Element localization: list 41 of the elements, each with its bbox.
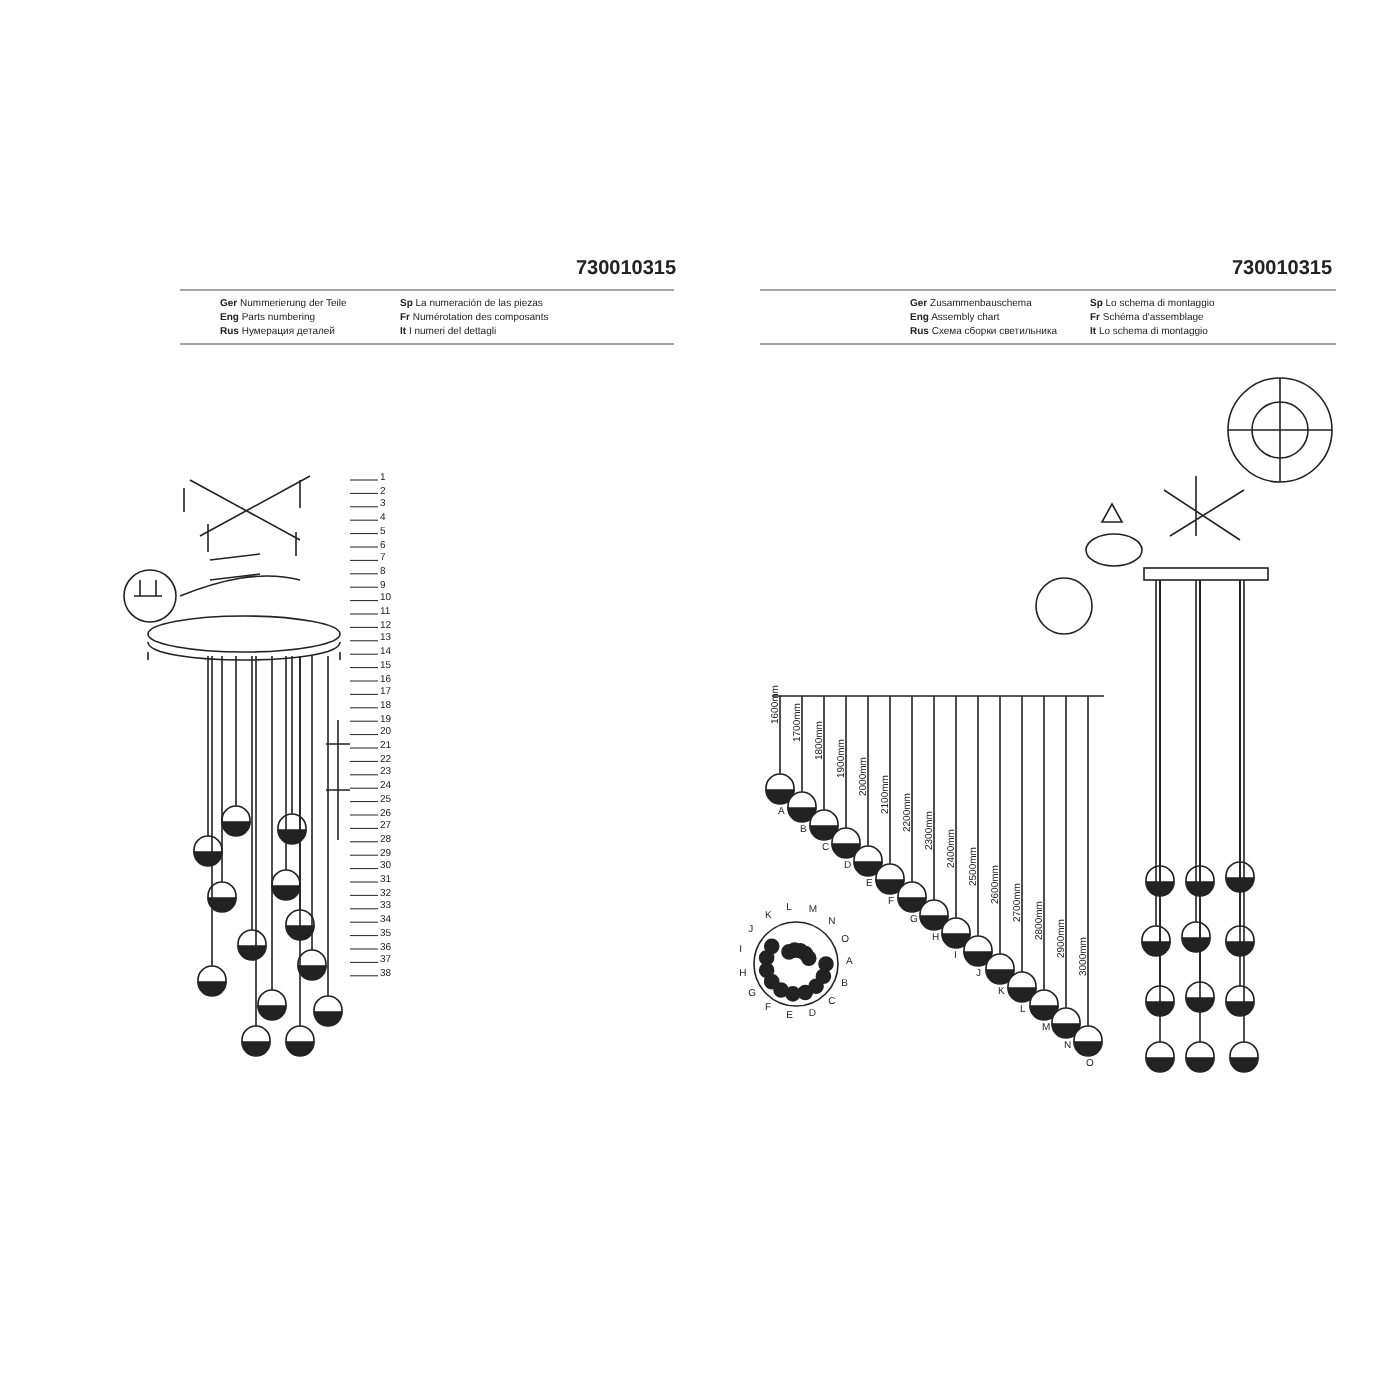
product-code: 730010315 [1232,260,1333,280]
leader-line [349,613,379,615]
leader-line [349,747,379,749]
leader-line [349,948,379,950]
leader-line [349,653,379,655]
leader-line [349,841,379,843]
leader-line [349,827,379,829]
product-code: 730010315 [576,260,677,280]
leader-line [349,479,379,481]
leader-line [349,559,379,561]
leader-line [349,787,379,789]
leader-line [349,935,379,937]
leader-line [349,680,379,682]
leader-line [349,586,379,588]
lamp-exploded-drawing [147,475,351,1057]
leader-line [349,814,379,816]
leader-line [349,720,379,722]
leader-line [349,693,379,695]
leader-line [349,640,379,642]
leader-line [349,519,379,521]
leader-line [349,667,379,669]
leader-line [349,573,379,575]
leader-line [349,760,379,762]
leader-line [349,546,379,548]
leader-line [349,961,379,963]
leader-line [349,908,379,910]
leader-line [349,868,379,870]
leader-line [349,975,379,977]
leader-line [349,506,379,508]
leader-line [349,734,379,736]
leader-line [349,854,379,856]
leader-line [349,533,379,535]
leader-line [349,894,379,896]
leader-line [349,626,379,628]
leader-line [349,707,379,709]
leader-line [349,600,379,602]
leader-line [349,774,379,776]
leader-line [349,801,379,803]
leader-line [349,921,379,923]
leader-line [349,881,379,883]
leader-line [349,492,379,494]
